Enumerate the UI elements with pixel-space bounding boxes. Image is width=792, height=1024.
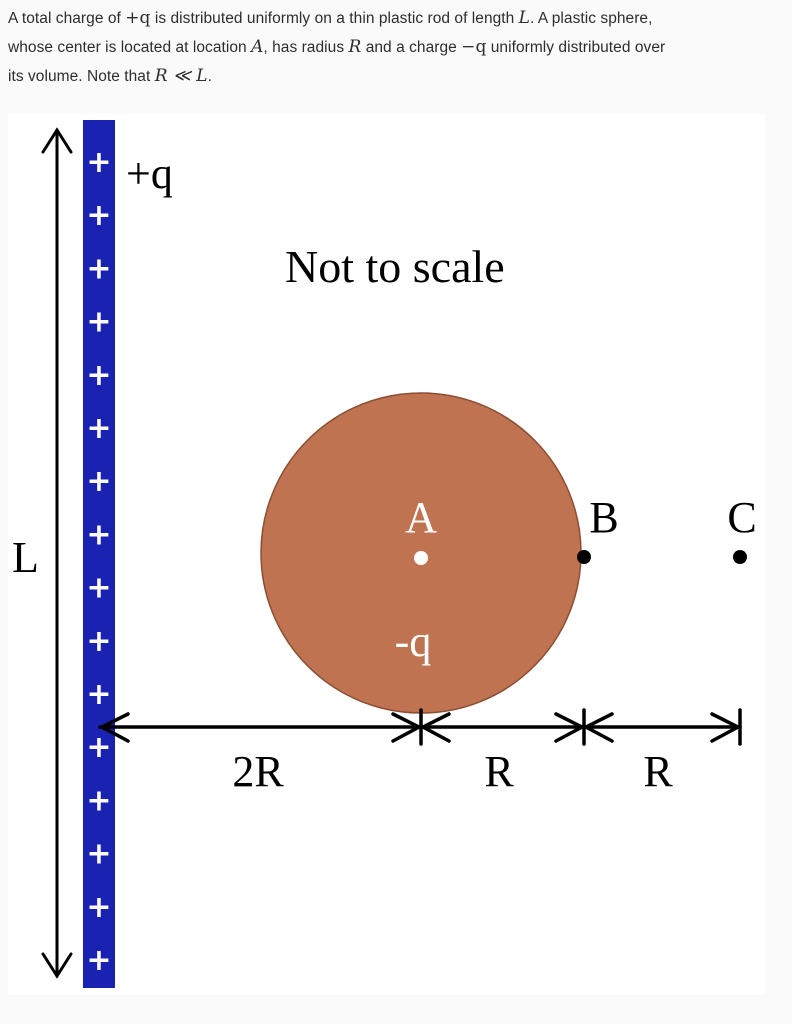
rod-charge-label: +q bbox=[126, 149, 173, 198]
problem-statement: A total charge of +q is distributed unif… bbox=[8, 4, 784, 91]
diagram: L ++++++++++++++++ +q Not to scale A -q … bbox=[8, 114, 765, 995]
plus-sign-icon: + bbox=[86, 145, 111, 180]
charged-rod bbox=[83, 120, 115, 988]
plus-sign-icon: + bbox=[86, 464, 111, 499]
sphere-charge-label: -q bbox=[395, 617, 432, 666]
point-c-dot bbox=[733, 550, 747, 564]
math-R-much-less-L: R ≪ L bbox=[154, 66, 208, 86]
plus-sign-icon: + bbox=[86, 517, 111, 552]
length-label: L bbox=[12, 533, 39, 582]
diagram-canvas: L ++++++++++++++++ +q Not to scale A -q … bbox=[12, 120, 757, 988]
math-minus-q: −q bbox=[461, 37, 487, 57]
dimension-r-label-1: R bbox=[484, 747, 514, 796]
not-to-scale-note: Not to scale bbox=[285, 241, 505, 292]
problem-line-1: A total charge of +q is distributed unif… bbox=[8, 8, 653, 28]
math-R: R bbox=[348, 37, 362, 57]
plus-sign-icon: + bbox=[86, 624, 111, 659]
plus-sign-icon: + bbox=[86, 411, 111, 446]
math-A: A bbox=[251, 37, 264, 57]
plus-sign-icon: + bbox=[86, 730, 111, 765]
problem-line-2: whose center is located at location A, h… bbox=[8, 37, 666, 57]
point-b-dot bbox=[577, 550, 591, 564]
point-b-label: B bbox=[589, 493, 618, 542]
math-L: L bbox=[518, 8, 531, 28]
plus-sign-icon: + bbox=[86, 251, 111, 286]
plus-sign-icon: + bbox=[86, 890, 111, 925]
dimension-line bbox=[98, 708, 742, 746]
plus-sign-icon: + bbox=[86, 571, 111, 606]
arrow-up-icon bbox=[41, 127, 73, 154]
length-arrow bbox=[41, 127, 73, 979]
plus-sign-icon: + bbox=[86, 837, 111, 872]
rod-plus-signs: + + + + + + + + + + + + + + + + bbox=[86, 145, 111, 978]
point-a-dot bbox=[414, 551, 428, 565]
dimension-2r-label: 2R bbox=[232, 747, 284, 796]
point-a-label: A bbox=[405, 493, 437, 542]
arrow-down-icon bbox=[41, 952, 73, 979]
plus-sign-icon: + bbox=[86, 305, 111, 340]
plus-sign-icon: + bbox=[86, 198, 111, 233]
math-plus-q: +q bbox=[125, 8, 151, 28]
plus-sign-icon: + bbox=[86, 358, 111, 393]
point-c-label: C bbox=[727, 493, 756, 542]
dimension-r-label-2: R bbox=[643, 747, 673, 796]
plus-sign-icon: + bbox=[86, 943, 111, 978]
problem-line-3: its volume. Note that R ≪ L. bbox=[8, 66, 213, 86]
plus-sign-icon: + bbox=[86, 783, 111, 818]
plus-sign-icon: + bbox=[86, 677, 111, 712]
